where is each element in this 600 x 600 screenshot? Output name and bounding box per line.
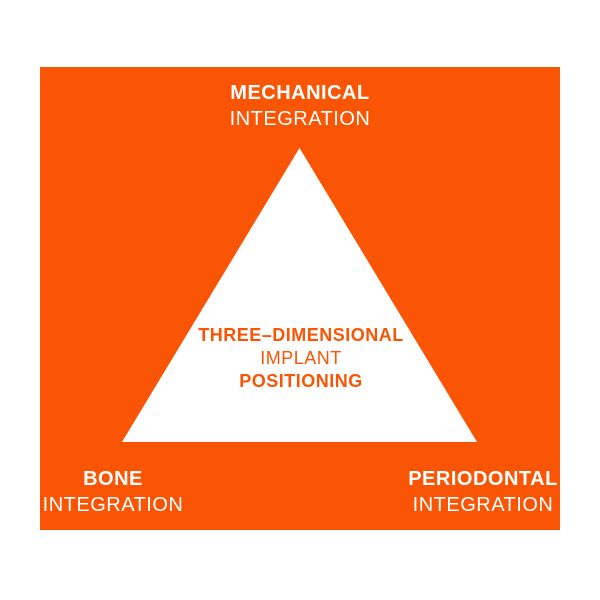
orange-background-square: MECHANICAL INTEGRATION THREE–DIMENSIONAL… bbox=[40, 67, 560, 530]
bone-integration-line2: INTEGRATION bbox=[42, 494, 184, 516]
center-label-line1: THREE–DIMENSIONAL bbox=[198, 325, 404, 345]
label-three-dimensional-implant-positioning: THREE–DIMENSIONAL IMPLANT POSITIONING bbox=[198, 324, 404, 393]
label-periodontal-integration: PERIODONTAL INTEGRATION bbox=[408, 466, 558, 518]
periodontal-integration-line2: INTEGRATION bbox=[412, 494, 554, 516]
bone-integration-line1: BONE bbox=[83, 468, 143, 490]
mechanical-integration-line1: MECHANICAL bbox=[230, 82, 370, 104]
center-label-line2: IMPLANT bbox=[260, 348, 342, 368]
center-label-line3: POSITIONING bbox=[239, 371, 363, 391]
label-bone-integration: BONE INTEGRATION bbox=[43, 466, 184, 518]
label-mechanical-integration: MECHANICAL INTEGRATION bbox=[230, 80, 371, 132]
pyramid-triangle bbox=[122, 148, 477, 442]
mechanical-integration-line2: INTEGRATION bbox=[229, 108, 371, 130]
periodontal-integration-line1: PERIODONTAL bbox=[408, 468, 558, 490]
